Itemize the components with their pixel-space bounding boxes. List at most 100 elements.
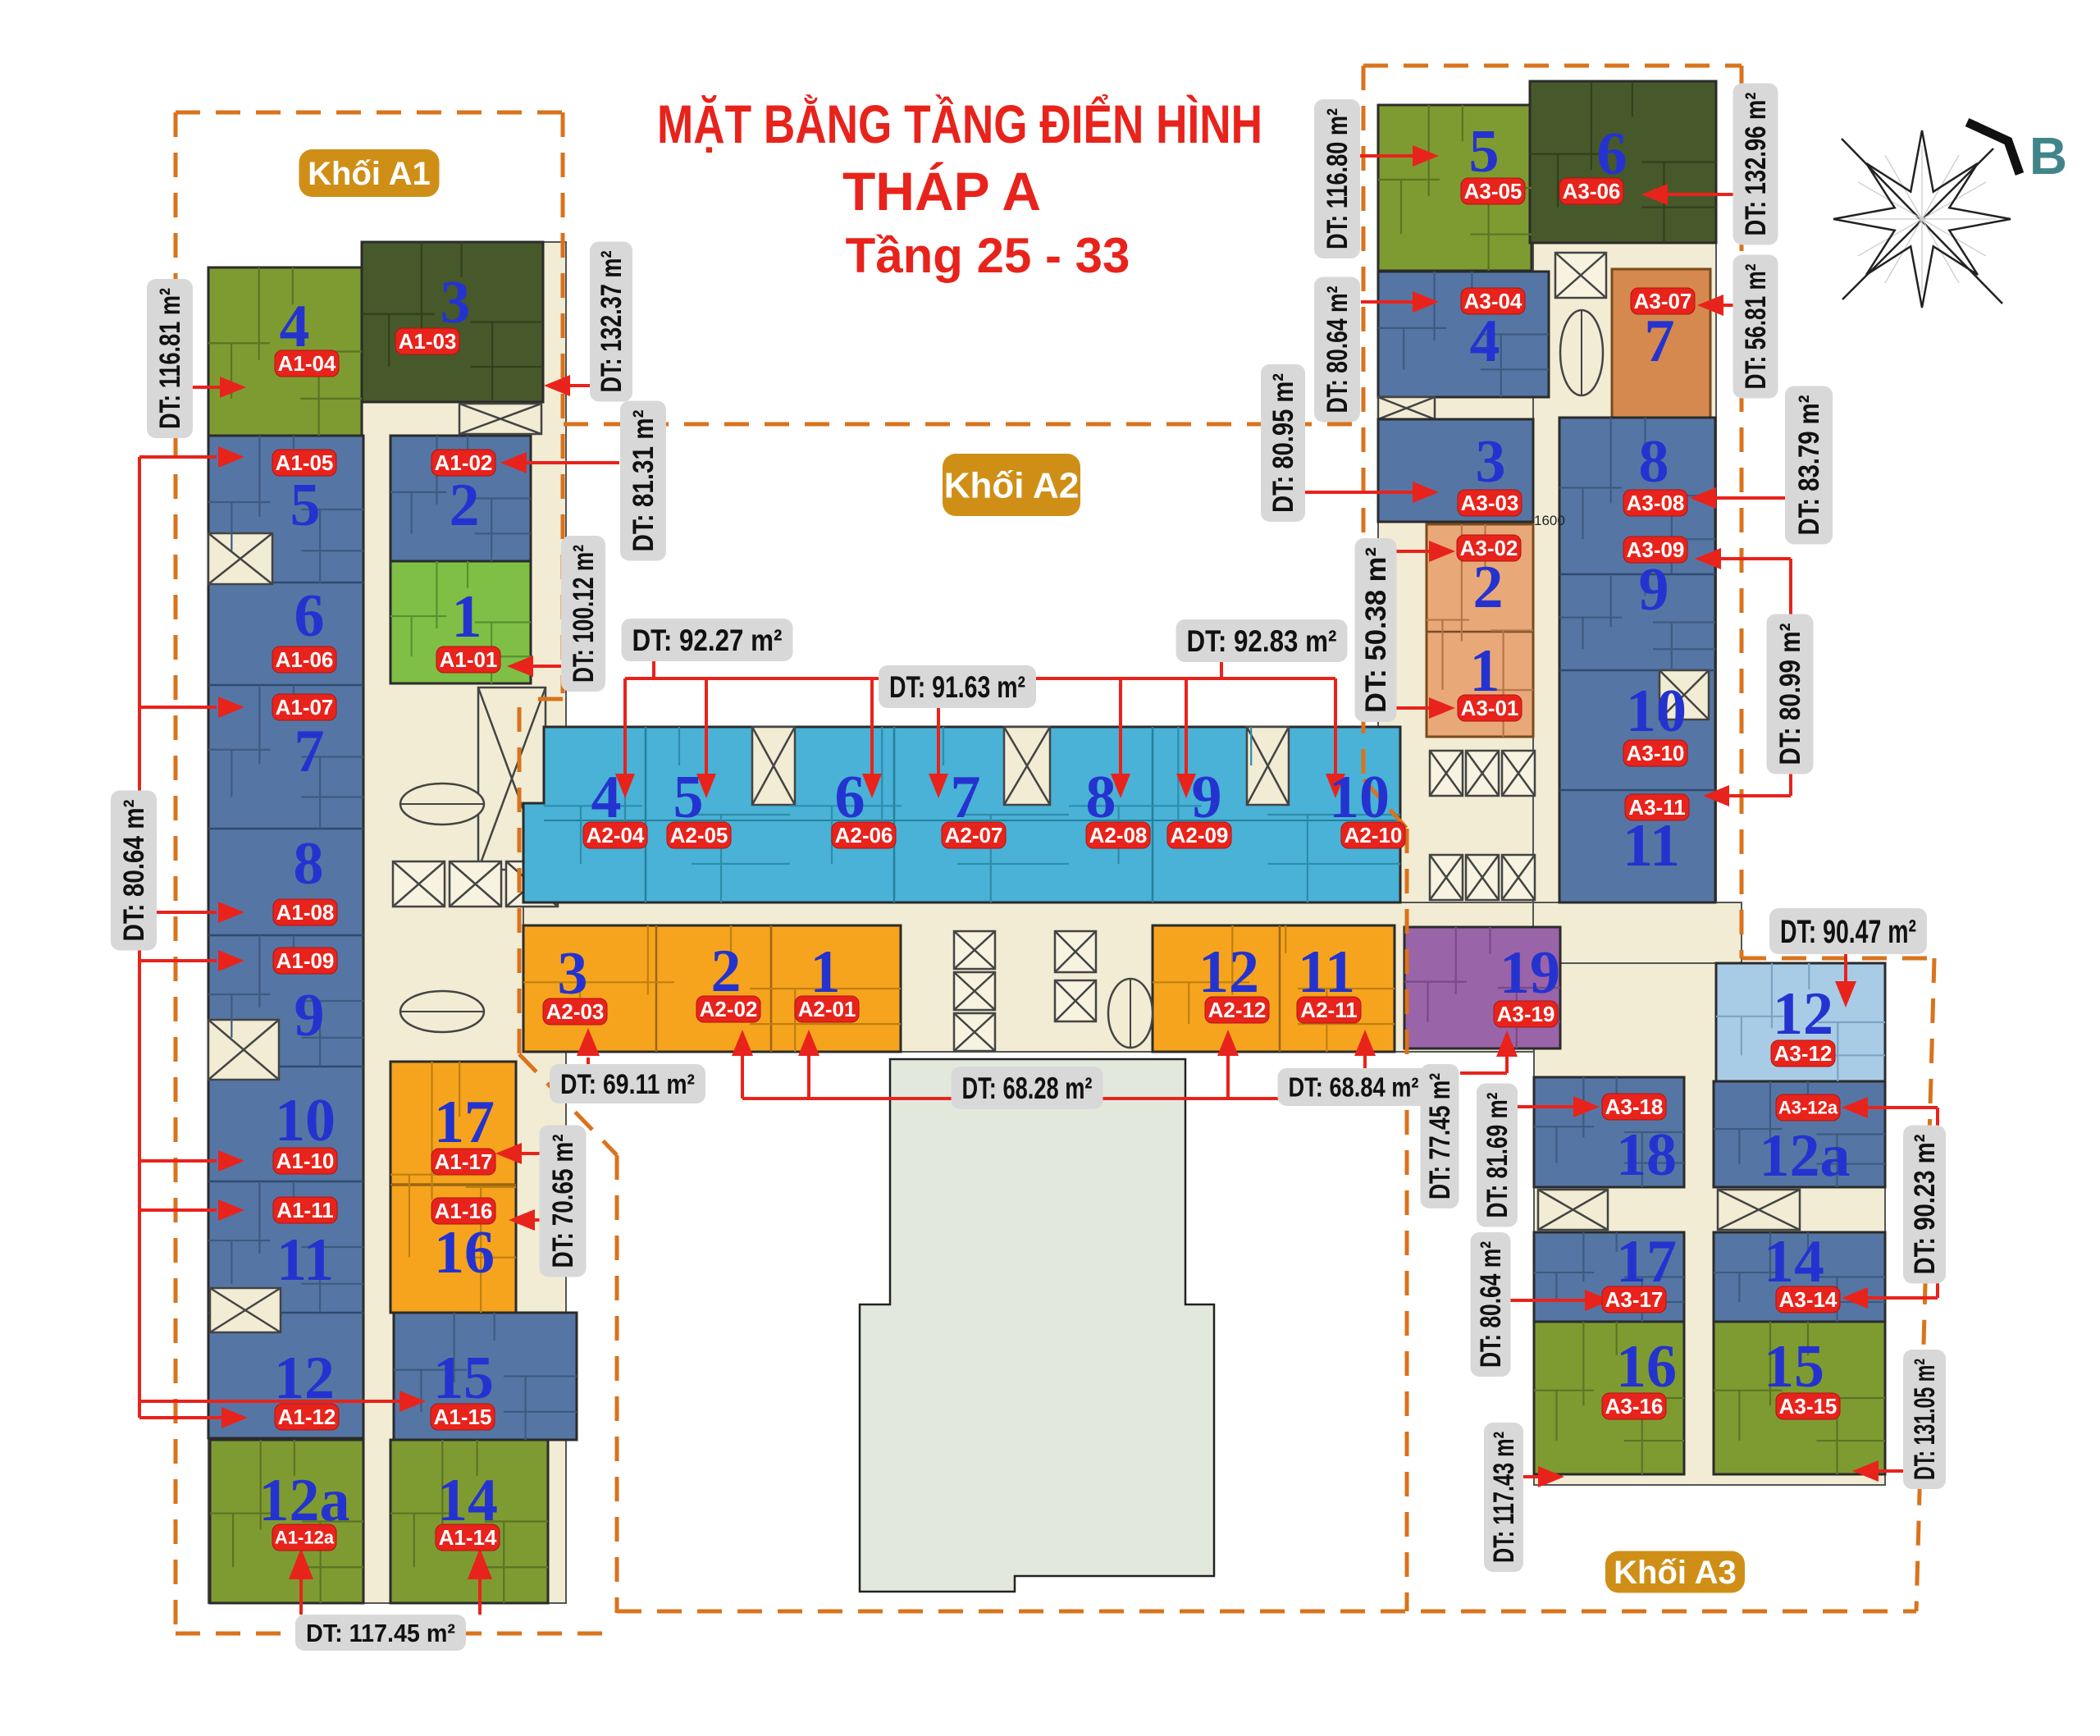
- svg-text:A2-01: A2-01: [798, 997, 856, 1021]
- svg-text:5: 5: [1469, 118, 1500, 185]
- svg-text:DT: 70.65 m²: DT: 70.65 m²: [547, 1135, 579, 1268]
- svg-text:A1-11: A1-11: [276, 1198, 333, 1222]
- svg-text:A2-08: A2-08: [1089, 823, 1148, 847]
- svg-text:DT: 80.64 m²: DT: 80.64 m²: [1322, 286, 1354, 413]
- svg-text:19: 19: [1500, 939, 1560, 1007]
- svg-text:10: 10: [275, 1087, 336, 1154]
- svg-text:1: 1: [810, 939, 841, 1006]
- svg-text:DT: 83.79 m²: DT: 83.79 m²: [1793, 395, 1825, 536]
- svg-text:11: 11: [1623, 812, 1680, 879]
- svg-text:DT: 68.84 m²: DT: 68.84 m²: [1289, 1072, 1419, 1103]
- svg-text:18: 18: [1616, 1122, 1677, 1189]
- svg-text:7: 7: [1645, 308, 1675, 375]
- svg-text:A3-10: A3-10: [1627, 741, 1685, 765]
- svg-text:A2-10: A2-10: [1344, 823, 1403, 847]
- svg-text:8: 8: [1639, 428, 1669, 496]
- svg-text:A1-07: A1-07: [276, 695, 334, 720]
- svg-text:A3-14: A3-14: [1779, 1287, 1838, 1312]
- svg-text:A1-15: A1-15: [434, 1405, 492, 1429]
- svg-text:A3-18: A3-18: [1605, 1094, 1664, 1119]
- svg-text:THÁP A: THÁP A: [842, 161, 1041, 222]
- svg-text:Khối A2: Khối A2: [944, 465, 1080, 505]
- svg-text:DT: 80.64 m²: DT: 80.64 m²: [118, 800, 150, 942]
- svg-text:1600: 1600: [1534, 513, 1565, 528]
- svg-text:A3-19: A3-19: [1497, 1002, 1555, 1026]
- svg-text:A1-06: A1-06: [276, 647, 334, 672]
- svg-text:DT: 80.95 m²: DT: 80.95 m²: [1267, 373, 1299, 513]
- svg-text:A1-03: A1-03: [399, 329, 457, 354]
- svg-text:DT: 90.47 m²: DT: 90.47 m²: [1780, 914, 1916, 950]
- svg-text:A2-03: A2-03: [546, 999, 605, 1024]
- svg-text:2: 2: [711, 938, 742, 1005]
- svg-text:MẶT BẰNG TẦNG ĐIỂN HÌNH: MẶT BẰNG TẦNG ĐIỂN HÌNH: [657, 94, 1262, 154]
- svg-text:14: 14: [437, 1467, 498, 1534]
- svg-text:A3-09: A3-09: [1627, 537, 1685, 562]
- svg-text:A1-16: A1-16: [435, 1199, 493, 1223]
- svg-text:DT: 90.23 m²: DT: 90.23 m²: [1909, 1135, 1941, 1275]
- svg-text:1: 1: [1470, 637, 1500, 705]
- svg-text:DT: 92.27 m²: DT: 92.27 m²: [632, 624, 783, 657]
- svg-text:A3-17: A3-17: [1605, 1287, 1664, 1312]
- svg-text:4: 4: [591, 764, 622, 831]
- svg-text:A3-11: A3-11: [1628, 795, 1685, 820]
- svg-text:2: 2: [450, 472, 480, 539]
- svg-text:A3-16: A3-16: [1605, 1394, 1664, 1418]
- svg-text:A1-05: A1-05: [276, 450, 334, 475]
- svg-text:5: 5: [290, 472, 321, 539]
- svg-text:7: 7: [294, 718, 325, 785]
- svg-text:A1-02: A1-02: [435, 450, 493, 475]
- svg-text:Tầng 25 - 33: Tầng 25 - 33: [846, 228, 1130, 283]
- svg-text:A1-09: A1-09: [276, 948, 335, 973]
- svg-text:A1-04: A1-04: [278, 351, 336, 376]
- svg-text:14: 14: [1764, 1228, 1824, 1295]
- svg-text:A3-07: A3-07: [1634, 289, 1692, 313]
- svg-text:16: 16: [434, 1219, 495, 1286]
- svg-text:A2-12: A2-12: [1208, 998, 1267, 1022]
- svg-text:DT: 132.96 m²: DT: 132.96 m²: [1740, 93, 1772, 236]
- svg-text:DT: 117.45 m²: DT: 117.45 m²: [306, 1619, 455, 1647]
- svg-text:A2-06: A2-06: [835, 823, 893, 847]
- svg-text:DT: 81.31 m²: DT: 81.31 m²: [628, 410, 660, 552]
- svg-text:12: 12: [1773, 980, 1833, 1048]
- svg-text:8: 8: [294, 830, 324, 898]
- svg-text:Khối A3: Khối A3: [1614, 1555, 1737, 1591]
- svg-text:DT: 91.63 m²: DT: 91.63 m²: [889, 670, 1025, 704]
- svg-text:A3-01: A3-01: [1461, 696, 1519, 720]
- svg-text:DT: 132.37 m²: DT: 132.37 m²: [596, 251, 628, 393]
- svg-text:DT: 92.83 m²: DT: 92.83 m²: [1187, 624, 1337, 658]
- svg-text:17: 17: [434, 1089, 495, 1156]
- svg-text:A2-05: A2-05: [670, 823, 728, 847]
- svg-text:17: 17: [1616, 1228, 1677, 1295]
- svg-text:DT: 80.99 m²: DT: 80.99 m²: [1774, 624, 1806, 765]
- svg-text:A2-02: A2-02: [700, 997, 758, 1021]
- svg-text:B: B: [2029, 126, 2067, 185]
- svg-text:A3-08: A3-08: [1627, 491, 1685, 515]
- svg-text:15: 15: [1764, 1333, 1824, 1400]
- svg-text:A3-12: A3-12: [1774, 1041, 1833, 1066]
- svg-text:12a: 12a: [1760, 1122, 1851, 1190]
- svg-text:DT: 68.28 m²: DT: 68.28 m²: [962, 1071, 1093, 1105]
- svg-text:8: 8: [1086, 764, 1116, 831]
- svg-text:A2-07: A2-07: [945, 823, 1003, 847]
- svg-text:12: 12: [1198, 939, 1259, 1006]
- svg-text:A1-12a: A1-12a: [275, 1528, 335, 1548]
- svg-text:4: 4: [1470, 308, 1500, 375]
- svg-text:A1-17: A1-17: [435, 1149, 493, 1174]
- svg-text:A3-05: A3-05: [1464, 179, 1522, 203]
- svg-text:A2-11: A2-11: [1300, 998, 1357, 1022]
- svg-text:10: 10: [1329, 764, 1390, 831]
- svg-text:A3-12a: A3-12a: [1778, 1098, 1838, 1118]
- svg-text:A3-15: A3-15: [1779, 1394, 1838, 1418]
- svg-text:A1-08: A1-08: [276, 900, 335, 925]
- svg-text:A1-14: A1-14: [439, 1525, 497, 1550]
- svg-text:6: 6: [1597, 121, 1628, 188]
- svg-text:A3-03: A3-03: [1461, 491, 1519, 515]
- svg-text:6: 6: [835, 764, 865, 831]
- svg-text:DT: 81.69 m²: DT: 81.69 m²: [1481, 1093, 1513, 1218]
- svg-text:9: 9: [294, 982, 325, 1049]
- svg-text:3: 3: [441, 269, 471, 336]
- svg-text:6: 6: [294, 582, 325, 650]
- svg-text:DT: 117.43 m²: DT: 117.43 m²: [1488, 1432, 1520, 1563]
- svg-text:DT: 131.05 m²: DT: 131.05 m²: [1909, 1359, 1941, 1480]
- svg-text:3: 3: [558, 940, 588, 1007]
